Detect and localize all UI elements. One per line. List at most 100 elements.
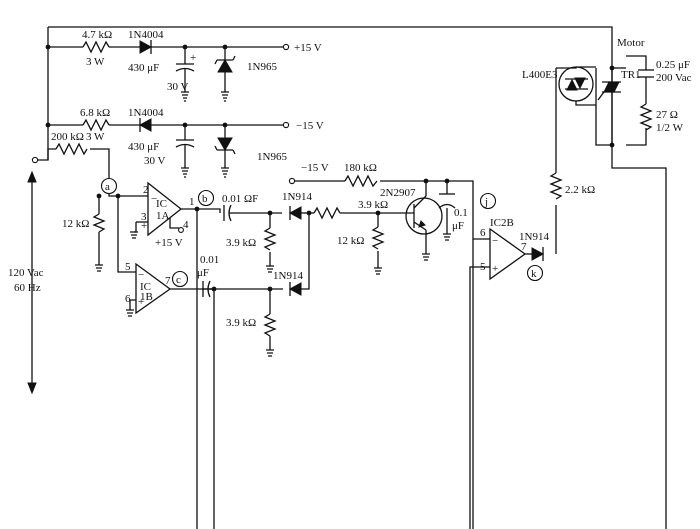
ic1b-pin7: 7 <box>165 275 171 287</box>
node-b-marker <box>197 189 215 207</box>
r-c-label: 3.9 kΩ <box>226 317 256 329</box>
c1-plus: + <box>190 52 196 64</box>
supply-pos-label: +15 V <box>294 42 322 54</box>
node-k-marker <box>526 264 544 282</box>
c-q-top: 0.1 <box>454 207 468 219</box>
resistor-12k-q <box>371 226 385 250</box>
resistor-4k7 <box>82 40 110 54</box>
r1-power: 3 W <box>86 56 105 68</box>
resistor-3k9-b <box>263 227 277 251</box>
node-c-label: c <box>176 274 181 286</box>
diode-1n914-c <box>288 282 302 296</box>
supply-positive: 4.7 kΩ 3 W 1N4004 + 430 μF 30 V 1N965 +1… <box>82 29 322 102</box>
snub-r-power: 1/2 W <box>656 122 684 134</box>
ic1a-name: IC <box>156 198 167 210</box>
ic1a-unit: 1A <box>156 210 170 222</box>
pos15-terminal <box>282 43 290 51</box>
ic2b-plus: + <box>492 263 498 275</box>
resistor-2k2 <box>549 172 563 200</box>
terminals <box>31 43 296 233</box>
resistor-3k9-c <box>263 313 277 337</box>
q-part: 2N2907 <box>380 187 416 199</box>
node-j-marker <box>479 192 497 210</box>
r-180-label: 180 kΩ <box>344 162 377 174</box>
z2-part: 1N965 <box>257 151 287 163</box>
r1-value: 4.7 kΩ <box>82 29 112 41</box>
ic1a-pin1: 1 <box>189 196 195 208</box>
zener-1n965-bottom <box>217 137 233 151</box>
c-q-bottom: μF <box>452 220 464 232</box>
opto-l400e3 <box>558 66 594 102</box>
d-k-label: 1N914 <box>519 231 549 243</box>
ic1a-minus: − <box>151 193 157 205</box>
diode-1n4004-bottom <box>138 118 152 132</box>
ic2b-op-amp: − + IC2B 6 5 7 1N914 k <box>480 217 549 282</box>
ic1a-pin3: 3 <box>141 211 147 223</box>
snub-c-voltage: 200 Vac <box>656 72 692 84</box>
node-a-label: a <box>105 181 110 193</box>
c-b-label: 0.01 ΩF <box>222 193 258 205</box>
r-q-base-label: 3.9 kΩ <box>358 199 388 211</box>
r-b-label: 3.9 kΩ <box>226 237 256 249</box>
snub-r-value: 27 Ω <box>656 109 678 121</box>
motor-label: Motor <box>617 37 645 49</box>
resistor-12k-a <box>92 213 106 233</box>
supply-negative: 6.8 kΩ 3 W 1N4004 430 μF 30 V 1N965 −15 … <box>80 107 324 178</box>
wires <box>35 26 667 529</box>
resistor-27ohm <box>639 103 653 131</box>
node-b-label: b <box>202 193 208 205</box>
ic1b-name: IC <box>140 281 151 293</box>
ic1b-pin6: 6 <box>125 293 131 305</box>
diode-1n4004-top <box>139 40 153 54</box>
zener-1n965-top <box>217 59 233 73</box>
diode-1n914-k <box>531 247 545 261</box>
c-c-bottom: μF <box>197 267 209 279</box>
ac-terminal <box>31 156 39 164</box>
c-c-top: 0.01 <box>200 254 219 266</box>
node-k-label: k <box>531 268 537 280</box>
lamp-part: L400E3 <box>522 69 558 81</box>
r2-value: 6.8 kΩ <box>80 107 110 119</box>
ic1a-pin4: 4 <box>183 219 189 231</box>
resistor-180k <box>344 174 378 188</box>
resistor-series <box>313 206 341 220</box>
c2-voltage: 30 V <box>144 155 166 167</box>
ic1b-plus: + <box>138 296 144 308</box>
resistor-6k8 <box>82 118 110 132</box>
d1-part: 1N4004 <box>128 29 164 41</box>
ic2b-pin7: 7 <box>521 241 527 253</box>
ac-line-freq: 60 Hz <box>14 282 41 294</box>
r-in-label: 200 kΩ <box>51 131 84 143</box>
ac-line-voltage: 120 Vac <box>8 267 44 279</box>
supply-neg-label: −15 V <box>296 120 324 132</box>
ic1b-unit: 1B <box>140 291 153 303</box>
d-c-label: 1N914 <box>273 270 303 282</box>
node-a-marker <box>100 177 118 195</box>
node-j-label: j <box>484 196 488 208</box>
c1-value: 430 μF <box>128 62 159 74</box>
triac-output: 2.2 kΩ L400E3 TR1 Motor 0.25 μF 200 Vac … <box>522 37 692 200</box>
ic1b-pin5: 5 <box>125 261 131 273</box>
ic2b-minus: − <box>492 235 498 247</box>
z1-part: 1N965 <box>247 61 277 73</box>
coupling-stage: 0.01 ΩF 0.01 μF 1N914 1N914 3.9 kΩ 3.9 k… <box>197 191 341 357</box>
c1-voltage: 30 V <box>167 81 189 93</box>
r2-power: 3 W <box>86 131 105 143</box>
ic1b-minus: − <box>138 269 144 281</box>
neg15-terminal <box>282 121 290 129</box>
triac-label: TR1 <box>621 69 641 81</box>
ic1a-plus: + <box>141 220 147 232</box>
neg15-label: −15 V <box>301 162 329 174</box>
ic1b-op-amp: − + IC 1B 5 6 7 c <box>125 261 189 317</box>
ic1a-pin2: 2 <box>143 184 149 196</box>
node-c-marker <box>171 270 189 288</box>
pin4-terminal <box>178 227 184 233</box>
ic2b-pin6: 6 <box>480 227 486 239</box>
resistor-200k <box>55 142 88 156</box>
ic1a-supply: +15 V <box>155 237 183 249</box>
transistor-stage: −15 V 180 kΩ 2N2907 3.9 kΩ 12 kΩ 0.1 μF … <box>301 162 497 275</box>
ac-input: 200 kΩ 12 kΩ 120 Vac 60 Hz a <box>8 131 118 395</box>
c2-value: 430 μF <box>128 141 159 153</box>
r-a-label: 12 kΩ <box>62 218 89 230</box>
